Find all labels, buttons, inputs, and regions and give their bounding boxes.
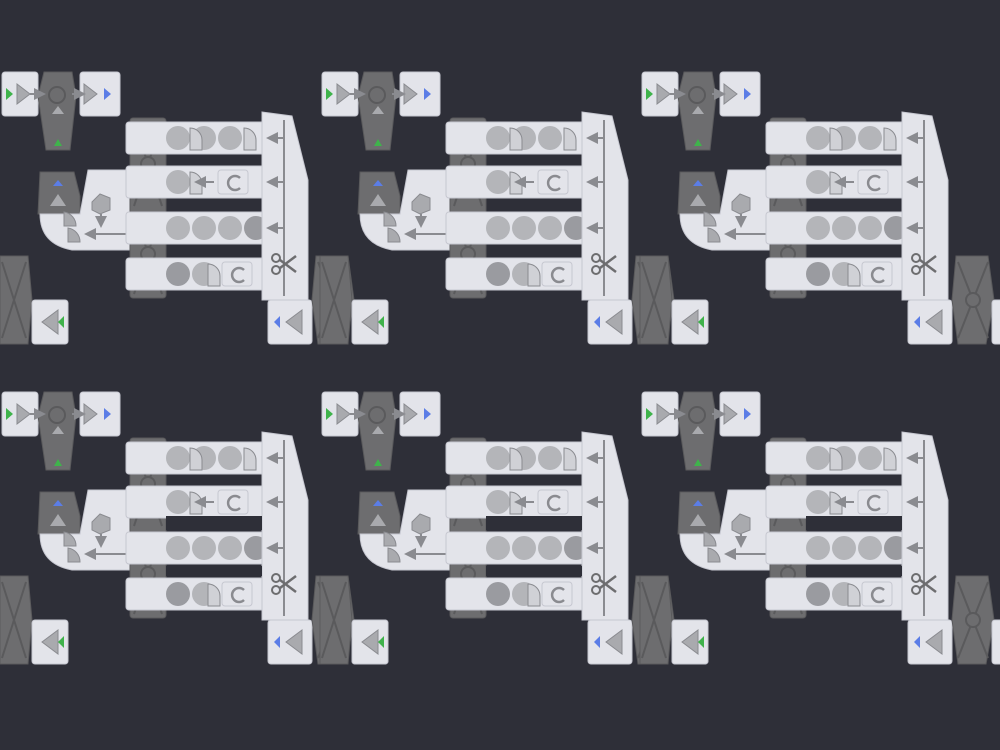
tile-r2-c3[interactable] (640, 392, 1000, 664)
tile-r1-c3[interactable] (640, 72, 1000, 344)
